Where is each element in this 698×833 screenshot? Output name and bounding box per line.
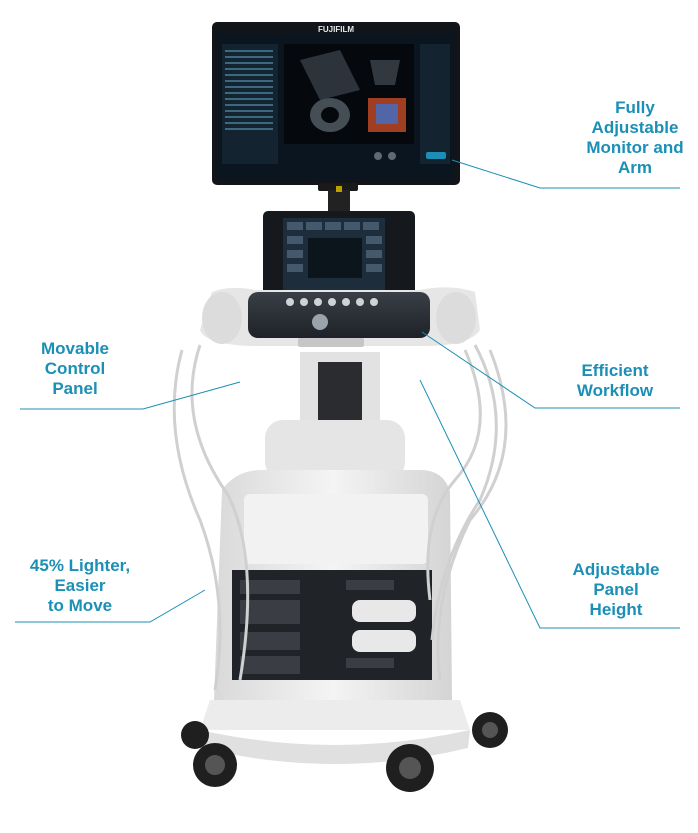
brand-logo: FUJIFILM — [318, 25, 354, 34]
callout-line: Panel — [593, 580, 639, 599]
callout-line: Panel — [52, 379, 98, 398]
trackball — [312, 314, 328, 330]
callout-line: Height — [589, 600, 643, 619]
callout-line: Efficient — [581, 361, 649, 380]
control-panel — [200, 287, 480, 347]
monitor-arm — [318, 183, 358, 212]
monitor: FUJIFILM — [212, 22, 460, 185]
callout-line: Monitor and — [586, 138, 684, 157]
callout-line: Easier — [54, 576, 106, 595]
callout-line: Control — [44, 359, 106, 378]
leader-monitor — [451, 159, 680, 189]
leader-height — [419, 379, 680, 629]
callout-line: 45% Lighter, — [29, 556, 131, 575]
callout-line: Movable — [40, 339, 110, 358]
monitor-settings-pane — [420, 44, 450, 164]
callout-monitor: Fully Adjustable Monitor and Arm — [580, 98, 690, 178]
monitor-list-rows — [225, 50, 273, 130]
callout-workflow: Efficient Workflow — [555, 361, 675, 401]
cart-body — [200, 352, 470, 764]
callout-leaders — [15, 159, 680, 629]
control-knobs — [286, 298, 378, 306]
probe-holder-left — [202, 292, 242, 344]
callout-line: to Move — [47, 596, 113, 615]
leader-lighter — [15, 589, 206, 623]
leader-workflow — [421, 331, 680, 409]
callout-lighter: 45% Lighter, Easier to Move — [5, 556, 155, 616]
callout-line: Fully — [615, 98, 655, 117]
leader-control — [20, 381, 241, 410]
touch-panel — [263, 211, 415, 299]
probe-holder-right — [436, 292, 476, 344]
callout-panel-height: Adjustable Panel Height — [556, 560, 676, 620]
callout-control-panel: Movable Control Panel — [20, 339, 130, 399]
callout-line: Workflow — [576, 381, 654, 400]
callout-line: Adjustable — [572, 560, 660, 579]
callout-line: Adjustable — [591, 118, 679, 137]
callout-line: Arm — [617, 158, 652, 177]
wheels — [181, 712, 508, 792]
ultrasound-image-area — [284, 44, 414, 144]
